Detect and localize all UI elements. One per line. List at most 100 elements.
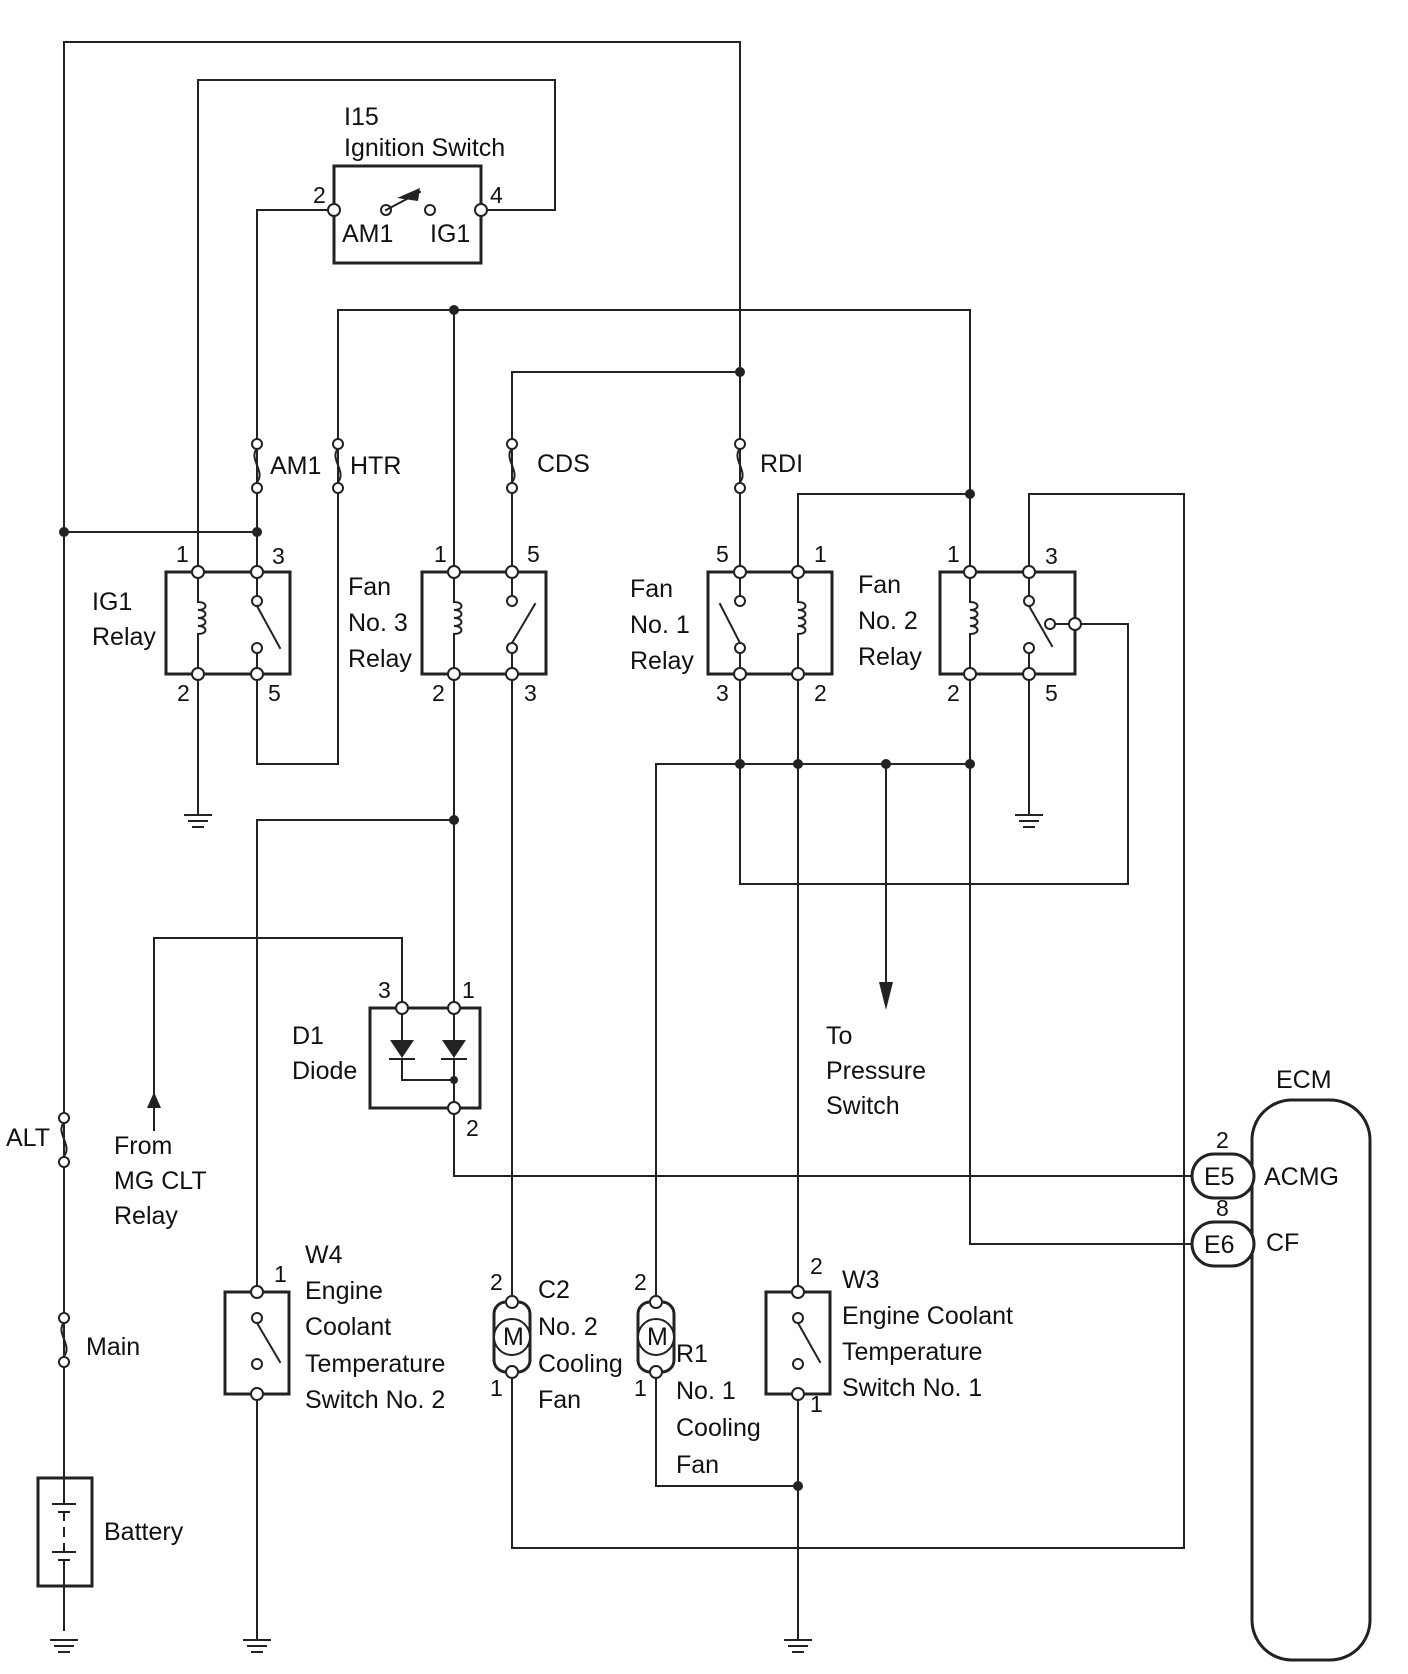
fan1-relay-pin-1: 1 <box>814 541 827 567</box>
ground-icon <box>1015 814 1043 828</box>
fuse-cds: CDS <box>506 438 590 494</box>
diode-label-line2: Diode <box>292 1057 357 1085</box>
fuse-am1: AM1 <box>249 438 321 496</box>
fan2-relay-label-line1: Fan <box>858 571 901 599</box>
fuse-cds-label: CDS <box>537 450 590 478</box>
fan2-relay-label-line2: No. 2 <box>858 607 918 635</box>
fan2-relay: Fan No. 2 Relay 1 3 2 5 <box>858 541 1082 706</box>
from-mg-label-line1: From <box>114 1132 172 1160</box>
ig1-relay: IG1 Relay 1 3 2 5 <box>92 541 292 706</box>
ground-icon <box>243 1639 271 1653</box>
ground-icon <box>784 1639 812 1653</box>
r1-label-line4: Fan <box>676 1451 719 1479</box>
w4-label-line4: Temperature <box>305 1350 445 1378</box>
w4-label-line3: Coolant <box>305 1313 391 1341</box>
r1-label-line1: R1 <box>676 1340 708 1368</box>
ecm-connector-e5: E5 2 ACMG <box>1190 1127 1339 1200</box>
fuses: AM1 HTR CDS RDI ALT <box>6 438 803 1368</box>
fan3-relay-pin-1: 1 <box>434 541 447 567</box>
battery: Battery <box>36 1476 184 1588</box>
c2-pin-1: 1 <box>490 1375 503 1401</box>
fan2-relay-pin-2: 2 <box>947 680 960 706</box>
w4-label-line2: Engine <box>305 1277 383 1305</box>
w3-label-line4: Switch No. 1 <box>842 1374 982 1402</box>
ig1-relay-pin-1: 1 <box>176 541 189 567</box>
ignition-ig1-label: IG1 <box>430 220 470 248</box>
fan3-relay-label-line3: Relay <box>348 645 412 673</box>
w4-pin-1: 1 <box>274 1261 287 1287</box>
grounds <box>50 814 1043 1653</box>
fan1-relay-label-line2: No. 1 <box>630 611 690 639</box>
w3-label-line2: Engine Coolant <box>842 1302 1013 1330</box>
c2-label-line2: No. 2 <box>538 1313 598 1341</box>
fan2-relay-pin-5: 5 <box>1045 680 1058 706</box>
r1-motor-symbol: M <box>647 1323 668 1351</box>
fan2-relay-pin-1: 1 <box>947 541 960 567</box>
fan1-relay-pin-3: 3 <box>716 680 729 706</box>
cf-label: CF <box>1266 1229 1299 1257</box>
fan3-relay-label-line2: No. 3 <box>348 609 408 637</box>
ground-icon <box>50 1639 78 1653</box>
ecm-connector-e6: E6 8 CF <box>1190 1195 1299 1268</box>
c2-no2-cooling-fan: M C2 No. 2 Cooling Fan 2 1 <box>490 1269 623 1414</box>
r1-label-line3: Cooling <box>676 1414 761 1442</box>
e6-pin-8: 8 <box>1216 1195 1229 1221</box>
c2-label-line1: C2 <box>538 1276 570 1304</box>
r1-label-line2: No. 1 <box>676 1377 736 1405</box>
fuse-htr-label: HTR <box>350 452 401 480</box>
fan3-relay-label-line1: Fan <box>348 573 391 601</box>
e5-pin-2: 2 <box>1216 1127 1229 1153</box>
fuse-rdi-label: RDI <box>760 450 803 478</box>
ecm: ECM E5 2 ACMG E6 8 CF <box>1190 1066 1372 1662</box>
fan2-relay-label-line3: Relay <box>858 643 922 671</box>
w3-pin-1: 1 <box>810 1391 823 1417</box>
ground-icon <box>184 814 212 828</box>
e6-label: E6 <box>1204 1231 1235 1259</box>
c2-label-line4: Fan <box>538 1386 581 1414</box>
fuse-main: Main <box>58 1312 140 1368</box>
fuse-alt: ALT <box>6 1112 70 1168</box>
fan3-relay-pin-5: 5 <box>527 541 540 567</box>
acmg-label: ACMG <box>1264 1163 1339 1191</box>
junction-dots <box>59 305 975 1491</box>
ignition-am1-label: AM1 <box>342 220 393 248</box>
ignition-pin-2: 2 <box>313 182 326 208</box>
w3-pin-2: 2 <box>810 1253 823 1279</box>
fan1-relay: Fan No. 1 Relay 5 1 3 2 <box>630 541 834 706</box>
to-pressure-label-line2: Pressure <box>826 1057 926 1085</box>
to-pressure-switch: To Pressure Switch <box>826 982 926 1120</box>
diode-pin-3: 3 <box>378 977 391 1003</box>
w3-engine-coolant-temp-switch-1: W3 Engine Coolant Temperature Switch No.… <box>764 1253 1013 1417</box>
fan1-relay-pin-5: 5 <box>716 541 729 567</box>
fan1-relay-label-line1: Fan <box>630 575 673 603</box>
fuse-main-label: Main <box>86 1333 140 1361</box>
ecm-label: ECM <box>1276 1066 1332 1094</box>
d1-diode: D1 Diode 3 1 2 <box>292 977 482 1141</box>
e5-label: E5 <box>1204 1163 1235 1191</box>
diode-label-line1: D1 <box>292 1022 324 1050</box>
r1-no1-cooling-fan: M R1 No. 1 Cooling Fan 2 1 <box>634 1269 761 1479</box>
c2-pin-2: 2 <box>490 1269 503 1295</box>
w3-label-line1: W3 <box>842 1266 880 1294</box>
from-mg-label-line2: MG CLT <box>114 1167 207 1195</box>
fan3-relay: Fan No. 3 Relay 1 5 2 3 <box>348 541 548 706</box>
fan3-relay-pin-2: 2 <box>432 680 445 706</box>
ignition-pin-4: 4 <box>490 182 503 208</box>
c2-label-line3: Cooling <box>538 1350 623 1378</box>
ignition-switch-id: I15 <box>344 103 379 131</box>
from-mg-label-line3: Relay <box>114 1202 178 1230</box>
r1-pin-1: 1 <box>634 1375 647 1401</box>
fuse-rdi: RDI <box>734 438 803 494</box>
fan1-relay-pin-2: 2 <box>814 680 827 706</box>
from-mg-clt-relay: From MG CLT Relay <box>114 1092 207 1230</box>
ig1-relay-pin-2: 2 <box>177 680 190 706</box>
to-pressure-label-line1: To <box>826 1022 852 1050</box>
fuse-alt-label: ALT <box>6 1124 50 1152</box>
w3-label-line3: Temperature <box>842 1338 982 1366</box>
ig1-relay-pin-5: 5 <box>268 680 281 706</box>
ignition-switch: I15 Ignition Switch AM1 IG1 2 4 <box>313 103 505 265</box>
fan3-relay-pin-3: 3 <box>524 680 537 706</box>
ig1-relay-pin-3: 3 <box>272 543 285 569</box>
diode-pin-1: 1 <box>462 977 475 1003</box>
